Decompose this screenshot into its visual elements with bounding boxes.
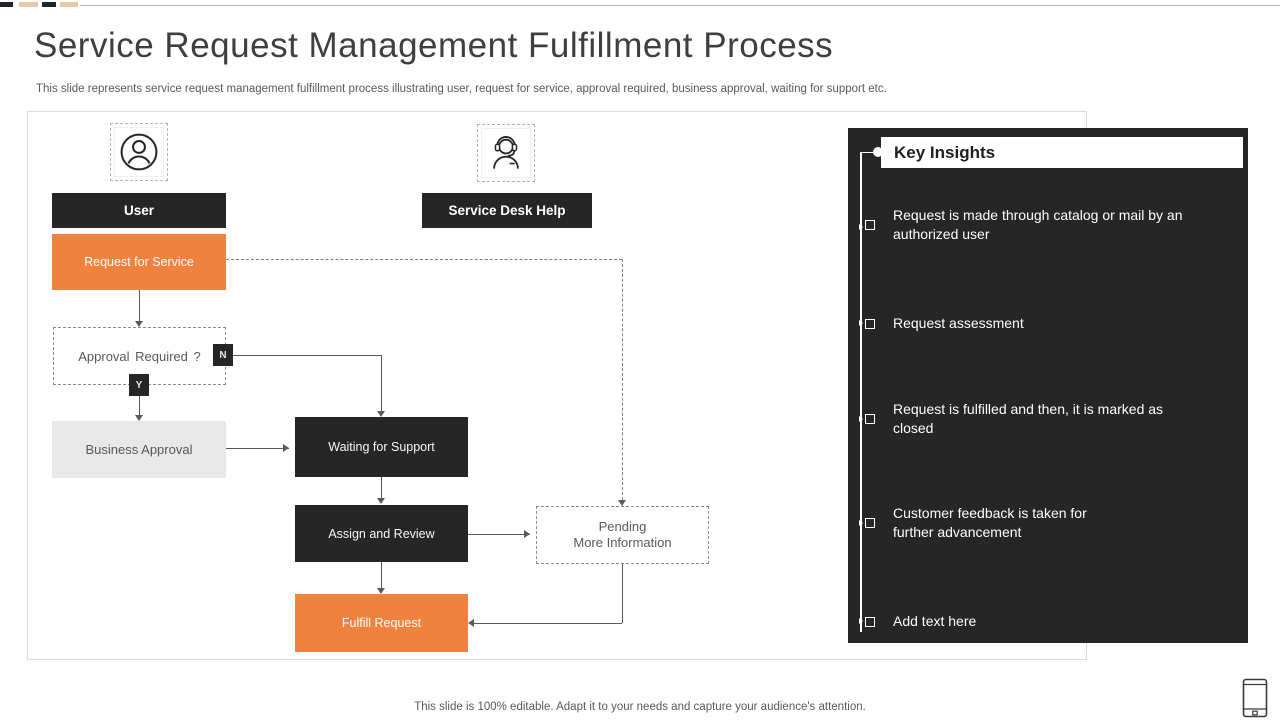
- page-subtitle: This slide represents service request ma…: [36, 83, 887, 95]
- key-insight-item: Request is fulfilled and then, it is mar…: [865, 400, 1193, 438]
- key-insight-item: Customer feedback is taken for further a…: [865, 504, 1123, 542]
- node-fulfill-request: Fulfill Request: [295, 594, 468, 652]
- page-title: Service Request Management Fulfillment P…: [34, 26, 834, 65]
- arrowhead: [135, 321, 143, 327]
- key-insights-connector-line: [860, 152, 862, 632]
- connector-request-to-pending-vertical: [622, 259, 623, 500]
- key-insight-text: Add text here: [893, 613, 977, 629]
- top-rule: [80, 5, 1280, 6]
- user-icon-box: [110, 123, 168, 181]
- square-bullet-icon: [865, 318, 875, 329]
- arrowhead: [377, 498, 385, 504]
- key-insights-bullet-circle: [873, 147, 883, 157]
- top-dash-2: [19, 2, 38, 7]
- connector-pending-to-fulfill-vertical: [622, 564, 623, 623]
- key-insights-title: Key Insights: [894, 142, 996, 162]
- arrowhead: [283, 444, 289, 452]
- tick-arrow-icon: [859, 416, 863, 422]
- node-waiting-for-support: Waiting for Support: [295, 417, 468, 477]
- arrowhead: [468, 619, 474, 627]
- node-approval-required: Approval Required ?: [53, 327, 226, 385]
- top-dash-4: [60, 2, 78, 7]
- connector-pending-to-fulfill-horizontal: [474, 623, 622, 624]
- node-label: Business Approval: [85, 442, 193, 457]
- connector-request-to-approval: [139, 290, 140, 322]
- key-insight-text: Request is made through catalog or mail …: [893, 207, 1183, 242]
- decision-no-label: N: [219, 349, 227, 361]
- square-bullet-icon: [865, 518, 875, 528]
- node-label: Assign and Review: [328, 526, 435, 541]
- connector-no-branch-vertical: [381, 355, 382, 411]
- key-insight-text: Request assessment: [893, 315, 1024, 331]
- user-icon: [117, 130, 161, 174]
- connector-request-to-pending-horizontal: [226, 259, 622, 260]
- support-agent-icon: [484, 131, 528, 175]
- key-insight-text: Customer feedback is taken for further a…: [893, 505, 1087, 540]
- phone-icon: [1242, 678, 1268, 718]
- key-insights-panel: Key Insights Request is made through cat…: [848, 128, 1248, 643]
- key-insight-item: Request assessment: [865, 314, 1205, 333]
- lane-label-user: User: [52, 193, 226, 228]
- node-assign-and-review: Assign and Review: [295, 505, 468, 562]
- key-insights-connector-stub: [860, 151, 878, 153]
- node-pending-more-information: Pending More Information: [536, 506, 709, 564]
- key-insight-item: Request is made through catalog or mail …: [865, 206, 1205, 244]
- connector-waiting-to-assign: [381, 477, 382, 499]
- tick-arrow-icon: [859, 618, 863, 624]
- tick-arrow-icon: [859, 224, 863, 230]
- node-label-line2: More Information: [573, 535, 672, 550]
- lane-label-service-desk-help: Service Desk Help: [422, 193, 592, 228]
- connector-no-branch-horizontal: [233, 355, 381, 356]
- square-bullet-icon: [865, 220, 875, 230]
- node-label: Fulfill Request: [341, 616, 422, 630]
- node-label: Waiting for Support: [328, 440, 435, 454]
- decision-yes-label: Y: [135, 379, 143, 391]
- arrowhead: [377, 588, 385, 594]
- top-dash-3: [42, 2, 56, 7]
- decision-no-badge: N: [213, 344, 233, 366]
- arrowhead: [135, 415, 143, 421]
- footer-note: This slide is 100% editable. Adapt it to…: [414, 701, 866, 713]
- key-insights-title-box: Key Insights: [881, 137, 1243, 168]
- support-agent-icon-box: [477, 124, 535, 182]
- connector-business-to-waiting: [226, 448, 289, 449]
- node-label-line1: Pending: [598, 519, 647, 534]
- connector-assign-to-fulfill: [381, 562, 382, 588]
- lane-label-text: User: [123, 203, 155, 218]
- node-label: Approval Required ?: [78, 348, 201, 364]
- decision-yes-badge: Y: [129, 374, 149, 396]
- node-label: Request for Service: [84, 255, 194, 269]
- node-request-for-service: Request for Service: [52, 234, 226, 290]
- square-bullet-icon: [865, 616, 875, 627]
- key-insight-text: Request is fulfilled and then, it is mar…: [893, 401, 1164, 436]
- connector-assign-to-pending: [468, 534, 530, 535]
- node-business-approval: Business Approval: [52, 421, 226, 478]
- arrowhead: [377, 411, 385, 417]
- connector-yes-branch: [139, 396, 140, 415]
- lane-label-text: Service Desk Help: [448, 203, 566, 218]
- arrowhead: [524, 530, 530, 538]
- top-dash-1: [0, 2, 13, 7]
- arrowhead: [618, 500, 626, 506]
- tick-arrow-icon: [859, 320, 863, 326]
- tick-arrow-icon: [859, 520, 863, 526]
- key-insight-item: Add text here: [865, 612, 1205, 631]
- square-bullet-icon: [865, 414, 875, 424]
